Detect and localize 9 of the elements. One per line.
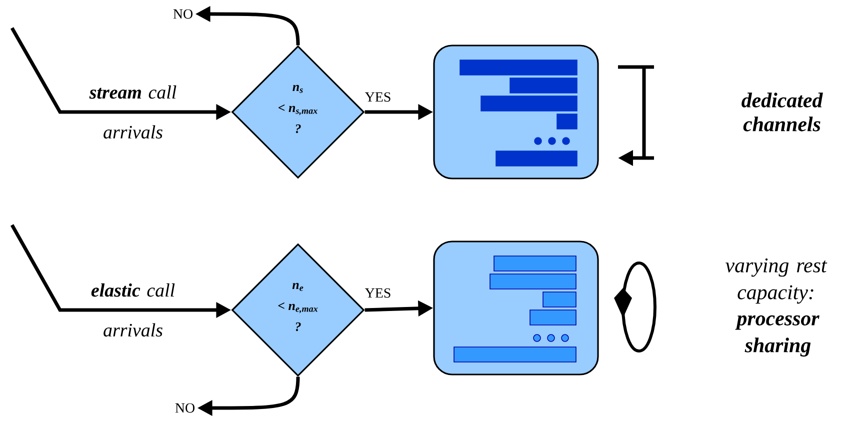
side-note: processor sharing [735, 315, 820, 357]
side-note: varying rest capacity: [726, 258, 828, 304]
edge-label: stream call arrivals [89, 85, 176, 139]
edge-label: YES [364, 288, 390, 298]
side-note: dedicated channels [742, 92, 823, 132]
outcome-text: NO [175, 403, 194, 413]
edge-label: YES [364, 92, 390, 102]
outcome-text: NO [173, 9, 192, 19]
edge-label: elastic call arrivals [91, 283, 175, 337]
